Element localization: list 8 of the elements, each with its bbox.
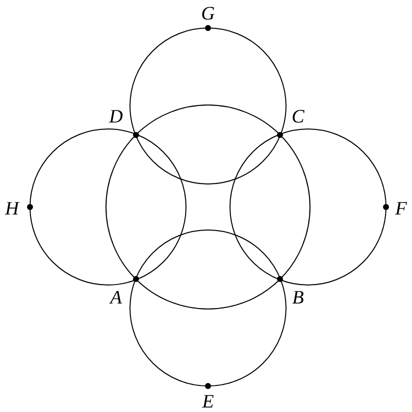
point-label: B xyxy=(292,288,304,308)
point-label: G xyxy=(201,4,215,24)
point-label: D xyxy=(109,108,123,126)
point-label: E xyxy=(202,392,214,412)
point-label: C xyxy=(292,108,304,126)
point-label: F xyxy=(395,200,407,218)
point-label: H xyxy=(5,200,19,218)
point-label: A xyxy=(110,288,122,308)
